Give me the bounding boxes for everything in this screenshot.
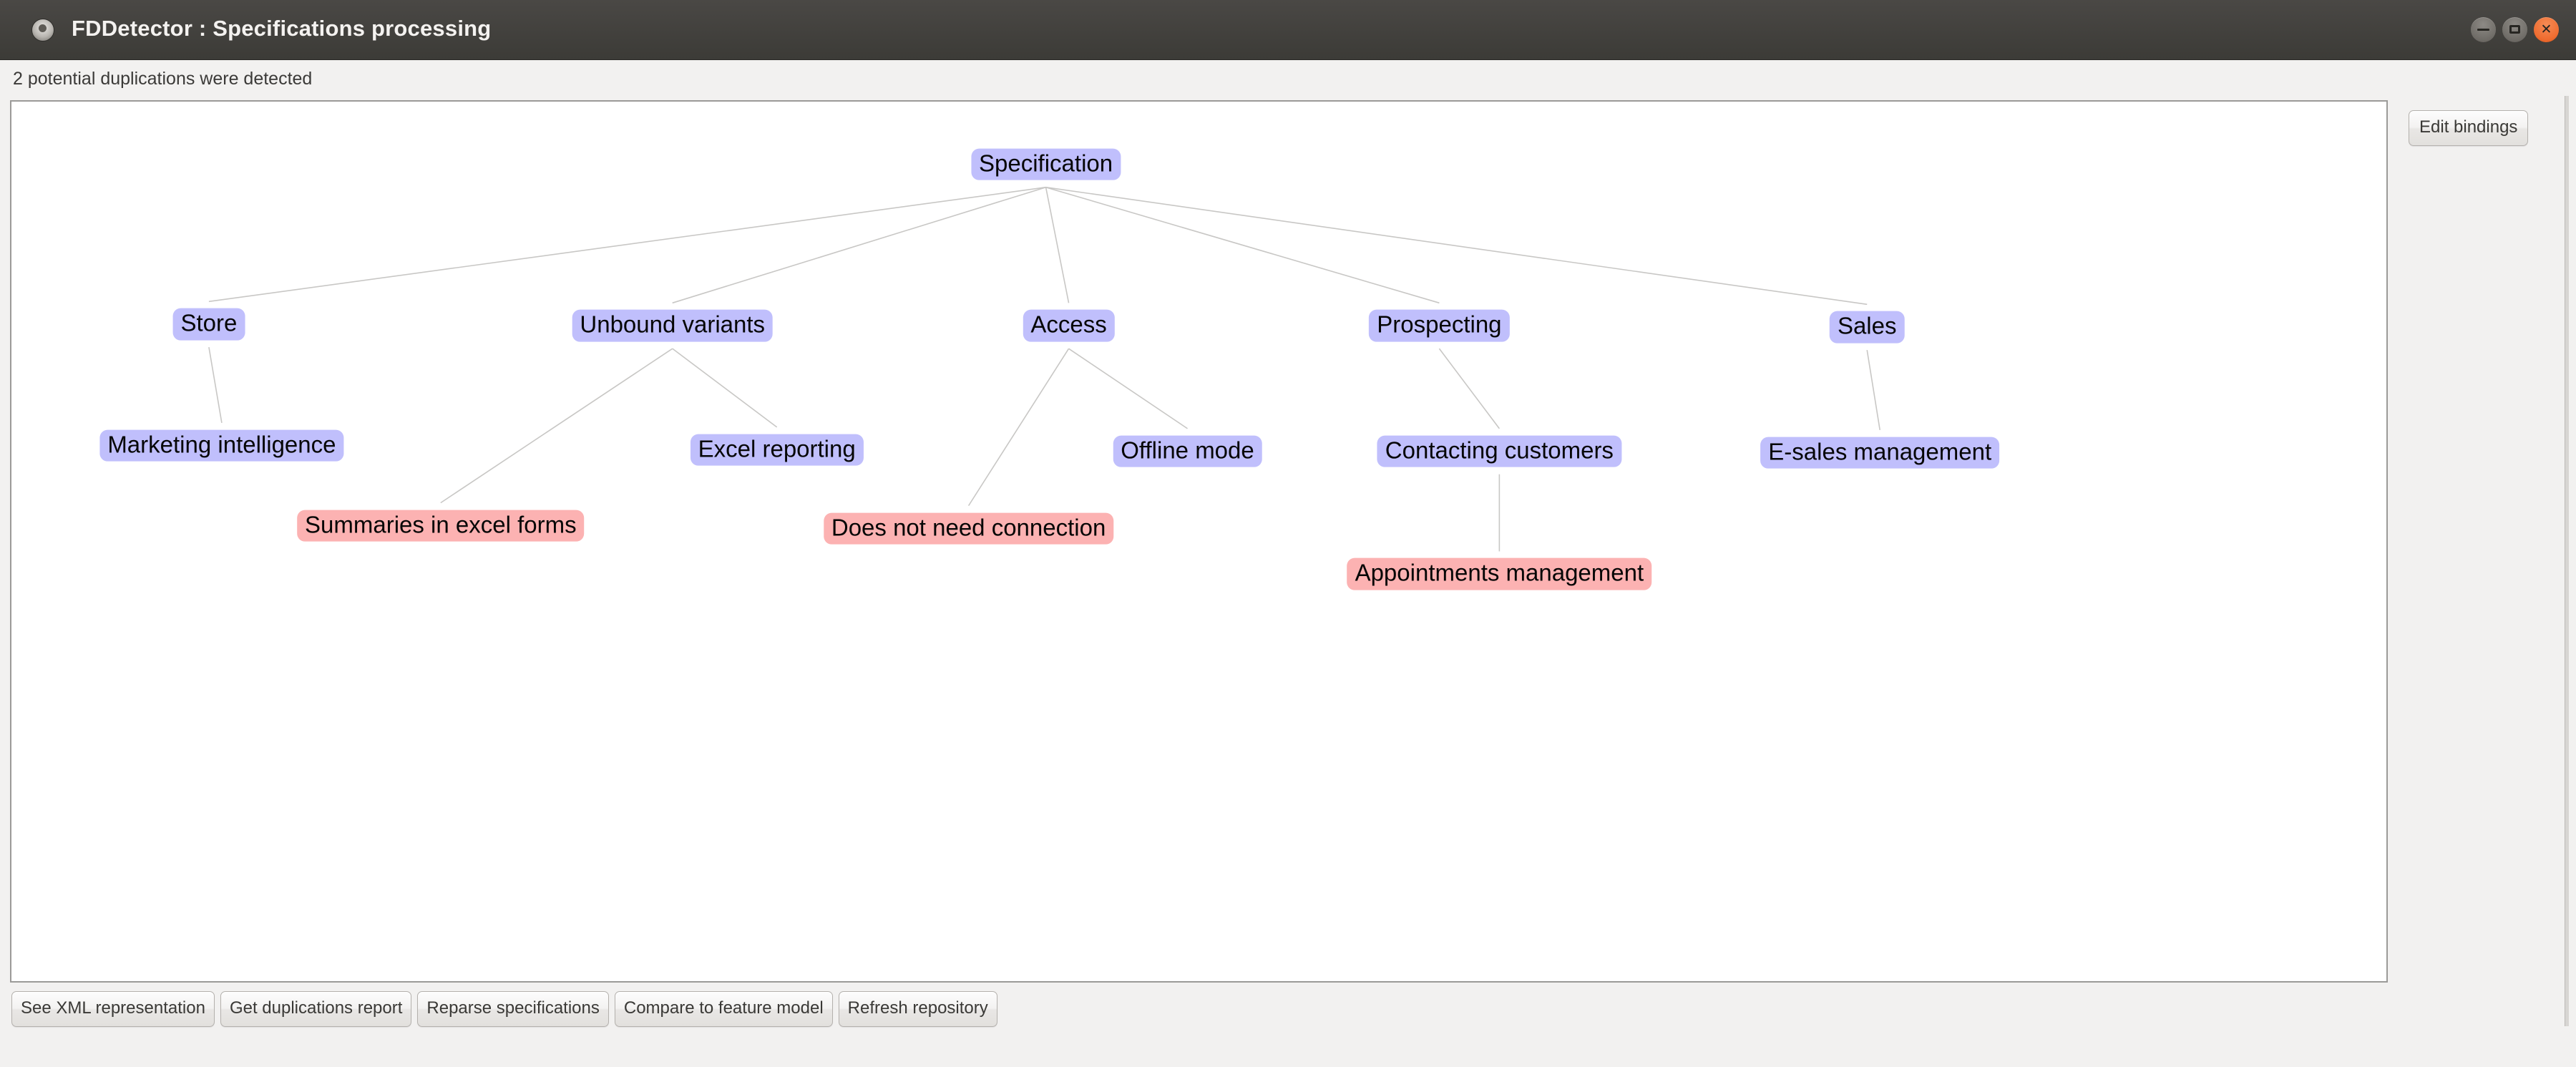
- graph-node-marketing-intelligence[interactable]: Marketing intelligence: [99, 429, 344, 462]
- status-message: 2 potential duplications were detected: [13, 69, 313, 89]
- graph-node-appointments-management[interactable]: Appointments management: [1347, 558, 1652, 590]
- graph-node-summaries-in-excel-forms[interactable]: Summaries in excel forms: [297, 510, 585, 542]
- graph-edge: [1867, 350, 1880, 430]
- toolbar-button-compare-to-feature-model[interactable]: Compare to feature model: [614, 991, 833, 1027]
- graph-edge: [673, 187, 1046, 303]
- app-dot-icon: [31, 19, 54, 42]
- graph-node-specification[interactable]: Specification: [971, 148, 1121, 181]
- graph-node-e-sales-management[interactable]: E-sales management: [1760, 437, 2000, 469]
- graph-node-excel-reporting[interactable]: Excel reporting: [690, 434, 864, 467]
- graph-node-access[interactable]: Access: [1023, 309, 1115, 342]
- minimize-button[interactable]: [2471, 17, 2496, 42]
- toolbar-button-get-duplications-report[interactable]: Get duplications report: [220, 991, 412, 1027]
- maximize-button[interactable]: [2502, 17, 2527, 42]
- toolbar-button-see-xml-representation[interactable]: See XML representation: [11, 991, 215, 1027]
- graph-node-does-not-need-connection[interactable]: Does not need connection: [823, 512, 1114, 545]
- side-panel: Edit bindings: [2392, 96, 2569, 1026]
- graph-edge: [969, 349, 1069, 505]
- toolbar-button-reparse-specifications[interactable]: Reparse specifications: [417, 991, 609, 1027]
- window-title: FDDetector : Specifications processing: [72, 16, 492, 41]
- graph-edge: [1046, 187, 1440, 303]
- close-button[interactable]: ✕: [2534, 17, 2559, 42]
- graph-node-store[interactable]: Store: [172, 308, 245, 341]
- graph-edge: [1069, 349, 1188, 429]
- status-bar: 2 potential duplications were detected: [0, 60, 2576, 96]
- graph-edge: [441, 349, 673, 502]
- graph-node-prospecting[interactable]: Prospecting: [1369, 309, 1510, 342]
- graph-node-unbound-variants[interactable]: Unbound variants: [572, 309, 774, 342]
- window-controls: ✕: [2471, 17, 2559, 42]
- minimize-icon: [2477, 29, 2489, 31]
- toolbar-button-refresh-repository[interactable]: Refresh repository: [838, 991, 997, 1027]
- maximize-icon: [2509, 25, 2520, 34]
- title-bar: FDDetector : Specifications processing ✕: [0, 0, 2576, 60]
- graph-edges: [11, 102, 2386, 981]
- graph-node-contacting-customers[interactable]: Contacting customers: [1377, 435, 1621, 468]
- vertical-scrollbar[interactable]: [2565, 96, 2569, 1026]
- graph-edge: [1046, 187, 1868, 305]
- graph-node-sales[interactable]: Sales: [1829, 311, 1905, 344]
- graph-edge: [209, 187, 1046, 302]
- graph-edge: [1046, 187, 1069, 303]
- close-icon: ✕: [2540, 22, 2552, 37]
- graph-edge: [1439, 349, 1499, 429]
- graph-edge: [673, 349, 777, 427]
- graph-node-offline-mode[interactable]: Offline mode: [1113, 435, 1262, 468]
- graph-edge: [209, 347, 222, 423]
- edit-bindings-button[interactable]: Edit bindings: [2409, 110, 2529, 146]
